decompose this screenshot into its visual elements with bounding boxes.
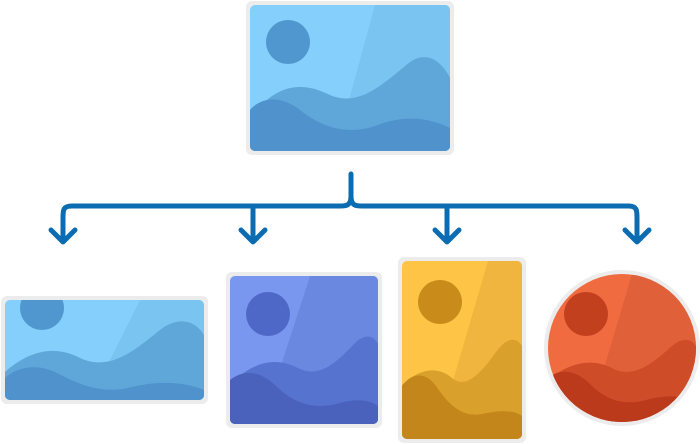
connector-tree [48, 171, 652, 245]
source-image-icon [246, 1, 454, 155]
connector-line [348, 193, 640, 243]
portrait-image-icon [226, 272, 382, 428]
sun-icon [20, 300, 64, 330]
wide-landscape-image-icon [1, 296, 208, 404]
arrow-down-icon [48, 227, 78, 245]
sun-icon [266, 20, 310, 64]
arrow-down-icon [622, 227, 652, 245]
sun-icon [418, 280, 462, 324]
sun-icon [246, 292, 290, 336]
arrow-down-icon [238, 227, 268, 245]
connector-line [60, 171, 354, 243]
arrow-down-icon [432, 227, 462, 245]
tall-portrait-image-icon [398, 257, 526, 443]
circle-image-icon [544, 270, 700, 426]
sun-icon [564, 292, 608, 336]
